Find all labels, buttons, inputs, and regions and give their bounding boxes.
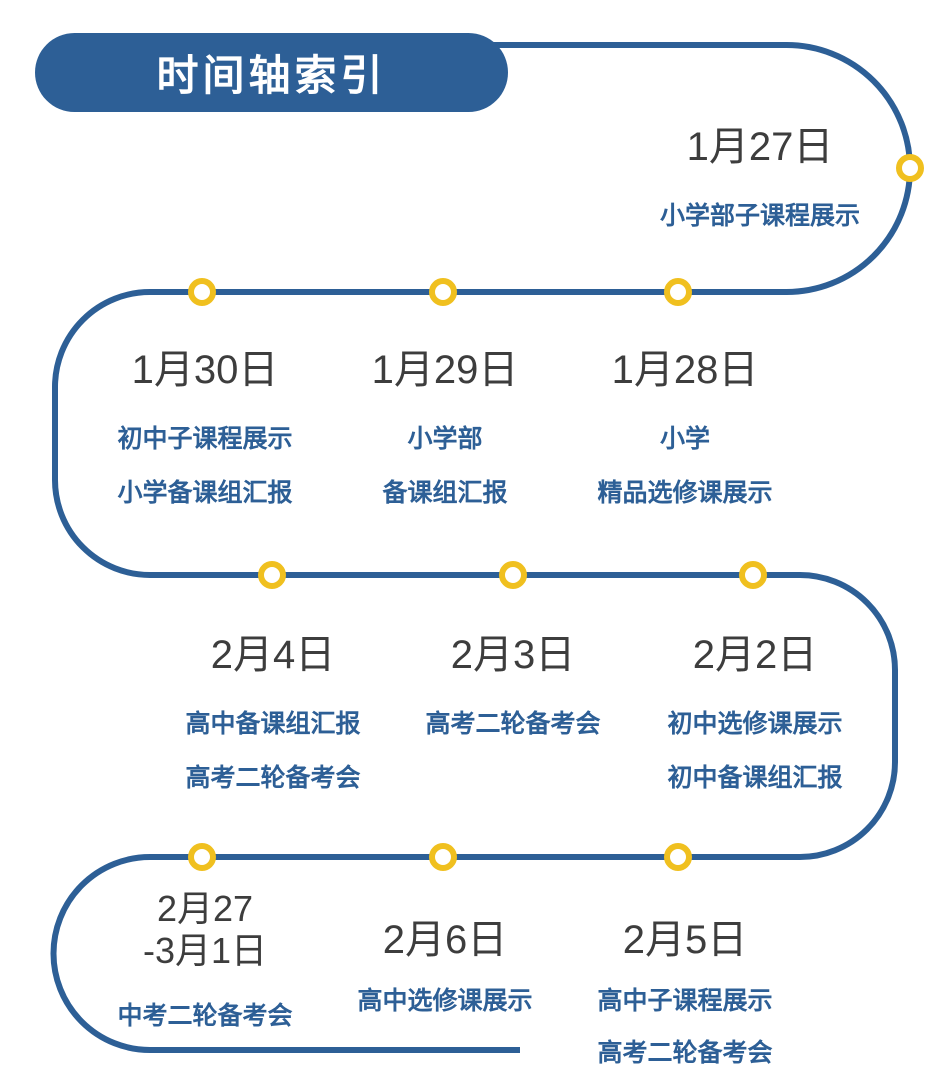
entry-date: 2月2日 [692,633,818,677]
timeline-title-pill: 时间轴索引 [35,33,508,112]
timeline-node-jan30 [188,278,216,306]
entry-event: 高考二轮备考会 [597,1039,773,1067]
entry-date: 2月5日 [622,918,748,962]
timeline-entry: 2月5日 高中子课程展示 高考二轮备考会 [540,915,830,1071]
timeline-node-feb2 [739,561,767,589]
entry-event: 初中子课程展示 [117,425,293,453]
entry-date: 1月28日 [611,348,759,392]
entry-date: 2月6日 [382,918,508,962]
timeline-entry: 2月6日 高中选修课展示 [300,915,590,1019]
timeline-entry: 2月4日 高中备课组汇报 高考二轮备考会 [128,630,418,796]
entry-event: 高中子课程展示 [597,987,773,1015]
timeline-node-jan27 [896,154,924,182]
entry-date: 2月3日 [450,633,576,677]
entry-date: 1月27日 [686,125,834,169]
entry-date: 2月4日 [210,633,336,677]
entry-event: 高中选修课展示 [357,987,533,1015]
timeline-title: 时间轴索引 [156,52,387,99]
entry-event: 备课组汇报 [382,479,508,507]
timeline-node-feb4 [258,561,286,589]
entry-event: 高考二轮备考会 [185,764,361,792]
entry-date: 2月27 -3月1日 [142,888,268,971]
entry-event: 高考二轮备考会 [425,710,601,738]
timeline-entry: 2月2日 初中选修课展示 初中备课组汇报 [610,630,900,796]
entry-event: 初中备课组汇报 [667,764,843,792]
timeline-node-feb3 [499,561,527,589]
timeline-entry: 2月27 -3月1日 中考二轮备考会 [60,888,350,1034]
timeline-node-feb27 [188,843,216,871]
timeline-entry: 1月27日 小学部子课程展示 [600,122,920,234]
timeline-node-feb5 [664,843,692,871]
entry-event: 小学 [659,425,710,453]
timeline-node-jan28 [664,278,692,306]
entry-event: 小学部子课程展示 [659,202,860,230]
entry-event: 精品选修课展示 [597,479,773,507]
timeline-entry: 1月30日 初中子课程展示 小学备课组汇报 [60,345,350,511]
entry-event: 小学部 [407,425,483,453]
entry-event: 中考二轮备考会 [117,1002,293,1030]
entry-event: 高中备课组汇报 [185,710,361,738]
timeline-entry: 2月3日 高考二轮备考会 [368,630,658,742]
entry-event: 小学备课组汇报 [117,479,293,507]
timeline-entry: 1月28日 小学 精品选修课展示 [540,345,830,511]
entry-date: 1月29日 [371,348,519,392]
timeline-node-feb6 [429,843,457,871]
entry-event: 初中选修课展示 [667,710,843,738]
timeline-node-jan29 [429,278,457,306]
timeline-entry: 1月29日 小学部 备课组汇报 [300,345,590,511]
entry-date: 1月30日 [131,348,279,392]
